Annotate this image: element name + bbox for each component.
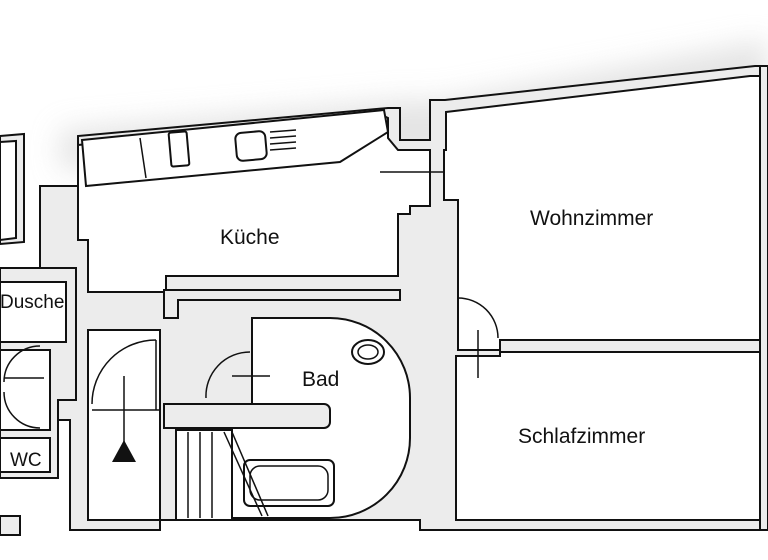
entrance-door-swing <box>91 339 157 405</box>
wohnzimmer-door-swing <box>457 297 499 339</box>
counter-line <box>139 137 147 179</box>
entrance-triangle-icon <box>112 440 136 462</box>
stove-vents <box>269 129 297 151</box>
partition-horizontal <box>163 289 401 319</box>
kitchen-counter <box>80 108 390 188</box>
label-dusche: Dusche <box>0 292 64 313</box>
label-wc: WC <box>10 450 42 471</box>
left-room-fragment <box>0 139 17 242</box>
wet-corridor <box>0 349 51 431</box>
stove-icon <box>234 130 268 162</box>
label-schlafzimmer: Schlafzimmer <box>518 425 645 448</box>
label-wohnzimmer: Wohnzimmer <box>530 207 653 230</box>
partition-bad-top <box>163 403 331 429</box>
stair-lines <box>187 431 269 518</box>
room-dusche <box>0 281 67 343</box>
dusche-door-swing <box>3 345 41 383</box>
right-wall-strip <box>759 65 768 531</box>
stairwell <box>175 429 233 521</box>
left-wall-lower <box>0 515 21 536</box>
label-bad: Bad <box>302 368 339 391</box>
bad-door-swing <box>205 351 251 399</box>
room-wc <box>0 437 51 473</box>
washbasin-icon <box>351 339 385 365</box>
wc-door-swing <box>3 391 41 429</box>
room-wohnzimmer <box>443 75 761 351</box>
room-schlafzimmer <box>455 351 761 521</box>
bathtub-icon <box>243 459 335 507</box>
sink-icon <box>167 130 191 168</box>
label-kueche: Küche <box>220 226 280 249</box>
